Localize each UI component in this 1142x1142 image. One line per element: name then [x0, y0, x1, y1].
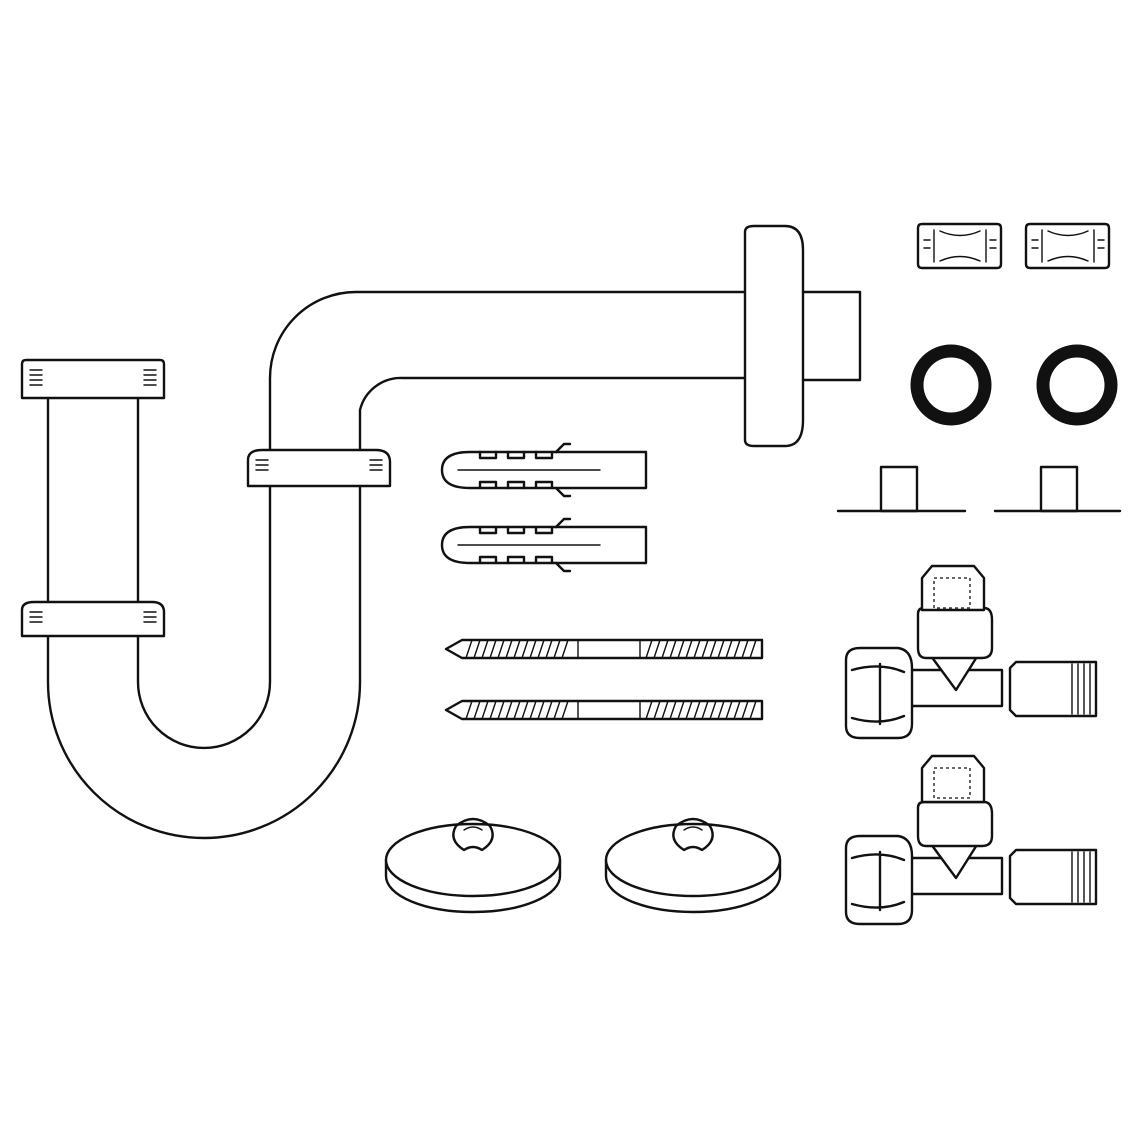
wall-plug — [440, 442, 648, 498]
slip-nut — [20, 600, 166, 638]
wall-plug — [440, 517, 648, 573]
clamp — [1024, 222, 1111, 270]
hanger-bolt — [444, 638, 764, 660]
rosette-cover — [384, 817, 562, 914]
rosette-cover — [604, 817, 782, 914]
siphon-trap-pipe — [46, 376, 747, 840]
slip-nut — [20, 358, 166, 400]
slip-nut — [246, 448, 392, 488]
o-ring — [910, 344, 992, 426]
wall-flange-tube — [743, 224, 862, 448]
hanger-bolt — [444, 699, 764, 721]
angle-valve — [844, 564, 1098, 740]
collar-fitting — [836, 465, 967, 513]
siphon-trap — [20, 224, 862, 840]
angle-valve — [844, 754, 1098, 926]
clamp — [916, 222, 1003, 270]
collar-fitting — [993, 465, 1122, 513]
o-ring — [1036, 344, 1118, 426]
